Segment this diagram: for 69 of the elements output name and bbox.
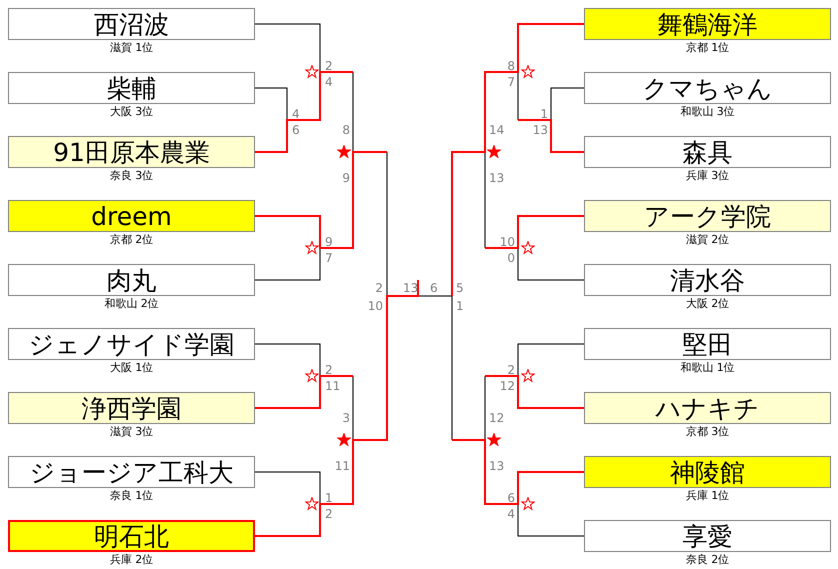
team-box: 西沼波 bbox=[8, 8, 255, 40]
score-label: 1 bbox=[325, 491, 333, 505]
region-rank-label: 兵庫 2位 bbox=[108, 553, 154, 566]
score-label: 12 bbox=[489, 411, 504, 425]
score-label: 2 bbox=[375, 281, 383, 295]
score-label: 0 bbox=[507, 251, 515, 265]
score-label: 2 bbox=[507, 363, 515, 377]
score-label: 13 bbox=[489, 459, 504, 473]
team-box: クマちゃん bbox=[584, 72, 831, 104]
region-rank-label: 滋賀 2位 bbox=[684, 233, 730, 246]
team-box: 明石北 bbox=[8, 520, 255, 552]
team-box: 享愛 bbox=[584, 520, 831, 552]
score-label: 2 bbox=[325, 507, 333, 521]
team-box: 91田原本農業 bbox=[8, 136, 255, 168]
score-label: 2 bbox=[325, 363, 333, 377]
score-label: 14 bbox=[489, 123, 504, 137]
score-label: 11 bbox=[325, 379, 340, 393]
score-label: 8 bbox=[342, 123, 350, 137]
score-label: 2 bbox=[325, 59, 333, 73]
region-rank-label: 京都 2位 bbox=[108, 233, 154, 246]
team-box: 柴輔 bbox=[8, 72, 255, 104]
team-box: 森具 bbox=[584, 136, 831, 168]
region-rank-label: 兵庫 1位 bbox=[684, 489, 730, 502]
score-label: 4 bbox=[325, 75, 333, 89]
region-rank-label: 大阪 2位 bbox=[684, 297, 730, 310]
region-rank-label: 大阪 1位 bbox=[108, 361, 154, 374]
score-label: 13 bbox=[532, 123, 548, 137]
region-rank-label: 大阪 3位 bbox=[108, 105, 154, 118]
score-label: 7 bbox=[507, 75, 515, 89]
region-rank-label: 奈良 1位 bbox=[108, 489, 154, 502]
score-label: 6 bbox=[292, 123, 300, 137]
score-label: 3 bbox=[342, 411, 350, 425]
team-box: 神陵館 bbox=[584, 456, 831, 488]
team-box: dreem bbox=[8, 200, 255, 232]
team-box: 堅田 bbox=[584, 328, 831, 360]
score-label: 11 bbox=[334, 459, 350, 473]
score-label: 1 bbox=[540, 107, 548, 121]
region-rank-label: 奈良 3位 bbox=[108, 169, 154, 182]
region-rank-label: 和歌山 2位 bbox=[103, 297, 160, 310]
team-box: 清水谷 bbox=[584, 264, 831, 296]
score-label: 12 bbox=[500, 379, 515, 393]
score-label: 6 bbox=[507, 491, 515, 505]
team-box: ジェノサイド学園 bbox=[8, 328, 255, 360]
region-rank-label: 京都 1位 bbox=[684, 41, 730, 54]
score-label: 10 bbox=[500, 235, 515, 249]
score-label: 4 bbox=[292, 107, 300, 121]
score-label: 7 bbox=[325, 251, 333, 265]
team-box: アーク学院 bbox=[584, 200, 831, 232]
team-box: ジョージア工科大 bbox=[8, 456, 255, 488]
team-box: 舞鶴海洋 bbox=[584, 8, 831, 40]
region-rank-label: 滋賀 3位 bbox=[108, 425, 154, 438]
score-label: 6 bbox=[430, 281, 438, 295]
score-label: 9 bbox=[325, 235, 333, 249]
score-label: 13 bbox=[489, 171, 504, 185]
region-rank-label: 兵庫 3位 bbox=[684, 169, 730, 182]
score-label: 8 bbox=[507, 59, 515, 73]
score-label: 5 bbox=[456, 281, 464, 295]
region-rank-label: 奈良 2位 bbox=[684, 553, 730, 566]
region-rank-label: 京都 3位 bbox=[684, 425, 730, 438]
score-label: 4 bbox=[507, 507, 515, 521]
team-box: 浄西学園 bbox=[8, 392, 255, 424]
region-rank-label: 和歌山 1位 bbox=[679, 361, 736, 374]
score-label: 10 bbox=[368, 299, 383, 313]
team-box: ハナキチ bbox=[584, 392, 831, 424]
score-label: 1 bbox=[456, 299, 464, 313]
score-label: 9 bbox=[342, 171, 350, 185]
region-rank-label: 滋賀 1位 bbox=[108, 41, 154, 54]
team-box: 肉丸 bbox=[8, 264, 255, 296]
region-rank-label: 和歌山 3位 bbox=[679, 105, 736, 118]
